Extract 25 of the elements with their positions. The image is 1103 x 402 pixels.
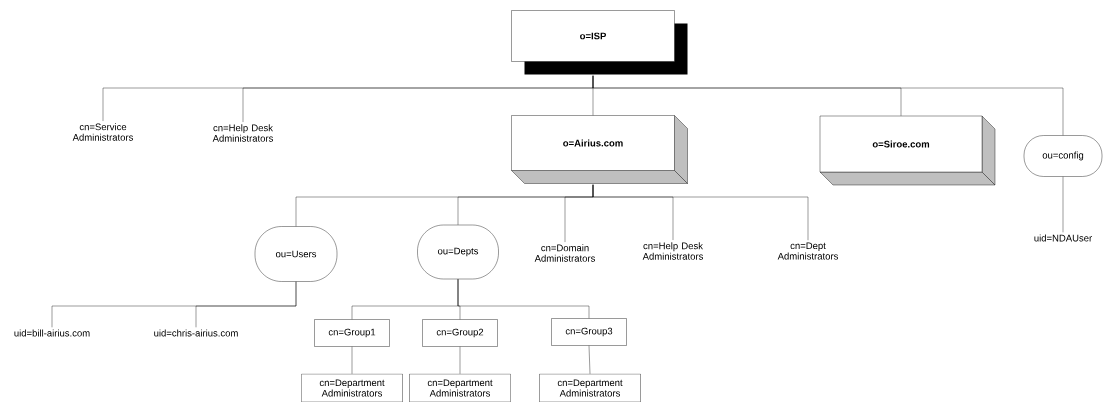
group-box: cn=Group1: [314, 319, 390, 347]
entry-label: uid=chris-airius.com: [154, 329, 238, 337]
group-box: cn=Group3: [551, 318, 627, 346]
entry-label: uid=bill-airius.com: [14, 329, 90, 337]
connector-line: [588, 345, 591, 374]
connector-line: [1062, 176, 1064, 233]
connector-line: [195, 281, 297, 328]
organization-box: o=Airius.com: [511, 115, 688, 184]
group-box: cn=Department Administrators: [409, 373, 511, 402]
entry-label: cn=Help Desk Administrators: [212, 124, 273, 142]
root-box: o=ISP: [511, 10, 688, 75]
connector-line: [592, 75, 1064, 136]
entry-label: cn=Dept Administrators: [777, 242, 838, 260]
connector-line: [457, 279, 590, 319]
connector-line: [459, 346, 461, 374]
connector-line: [351, 346, 353, 374]
entry-label: uid=NDAUser: [1034, 234, 1092, 242]
group-box: cn=Department Administrators: [539, 373, 641, 402]
entry-label: cn=Help Desk Administrators: [642, 242, 703, 260]
group-box: cn=Group2: [422, 319, 498, 347]
connector-line: [592, 184, 809, 241]
group-box: cn=Department Administrators: [301, 373, 403, 402]
entry-label: cn=Service Administrators: [72, 123, 133, 141]
entry-label: cn=Domain Administrators: [534, 244, 595, 262]
organization-box: o=Siroe.com: [819, 115, 996, 186]
